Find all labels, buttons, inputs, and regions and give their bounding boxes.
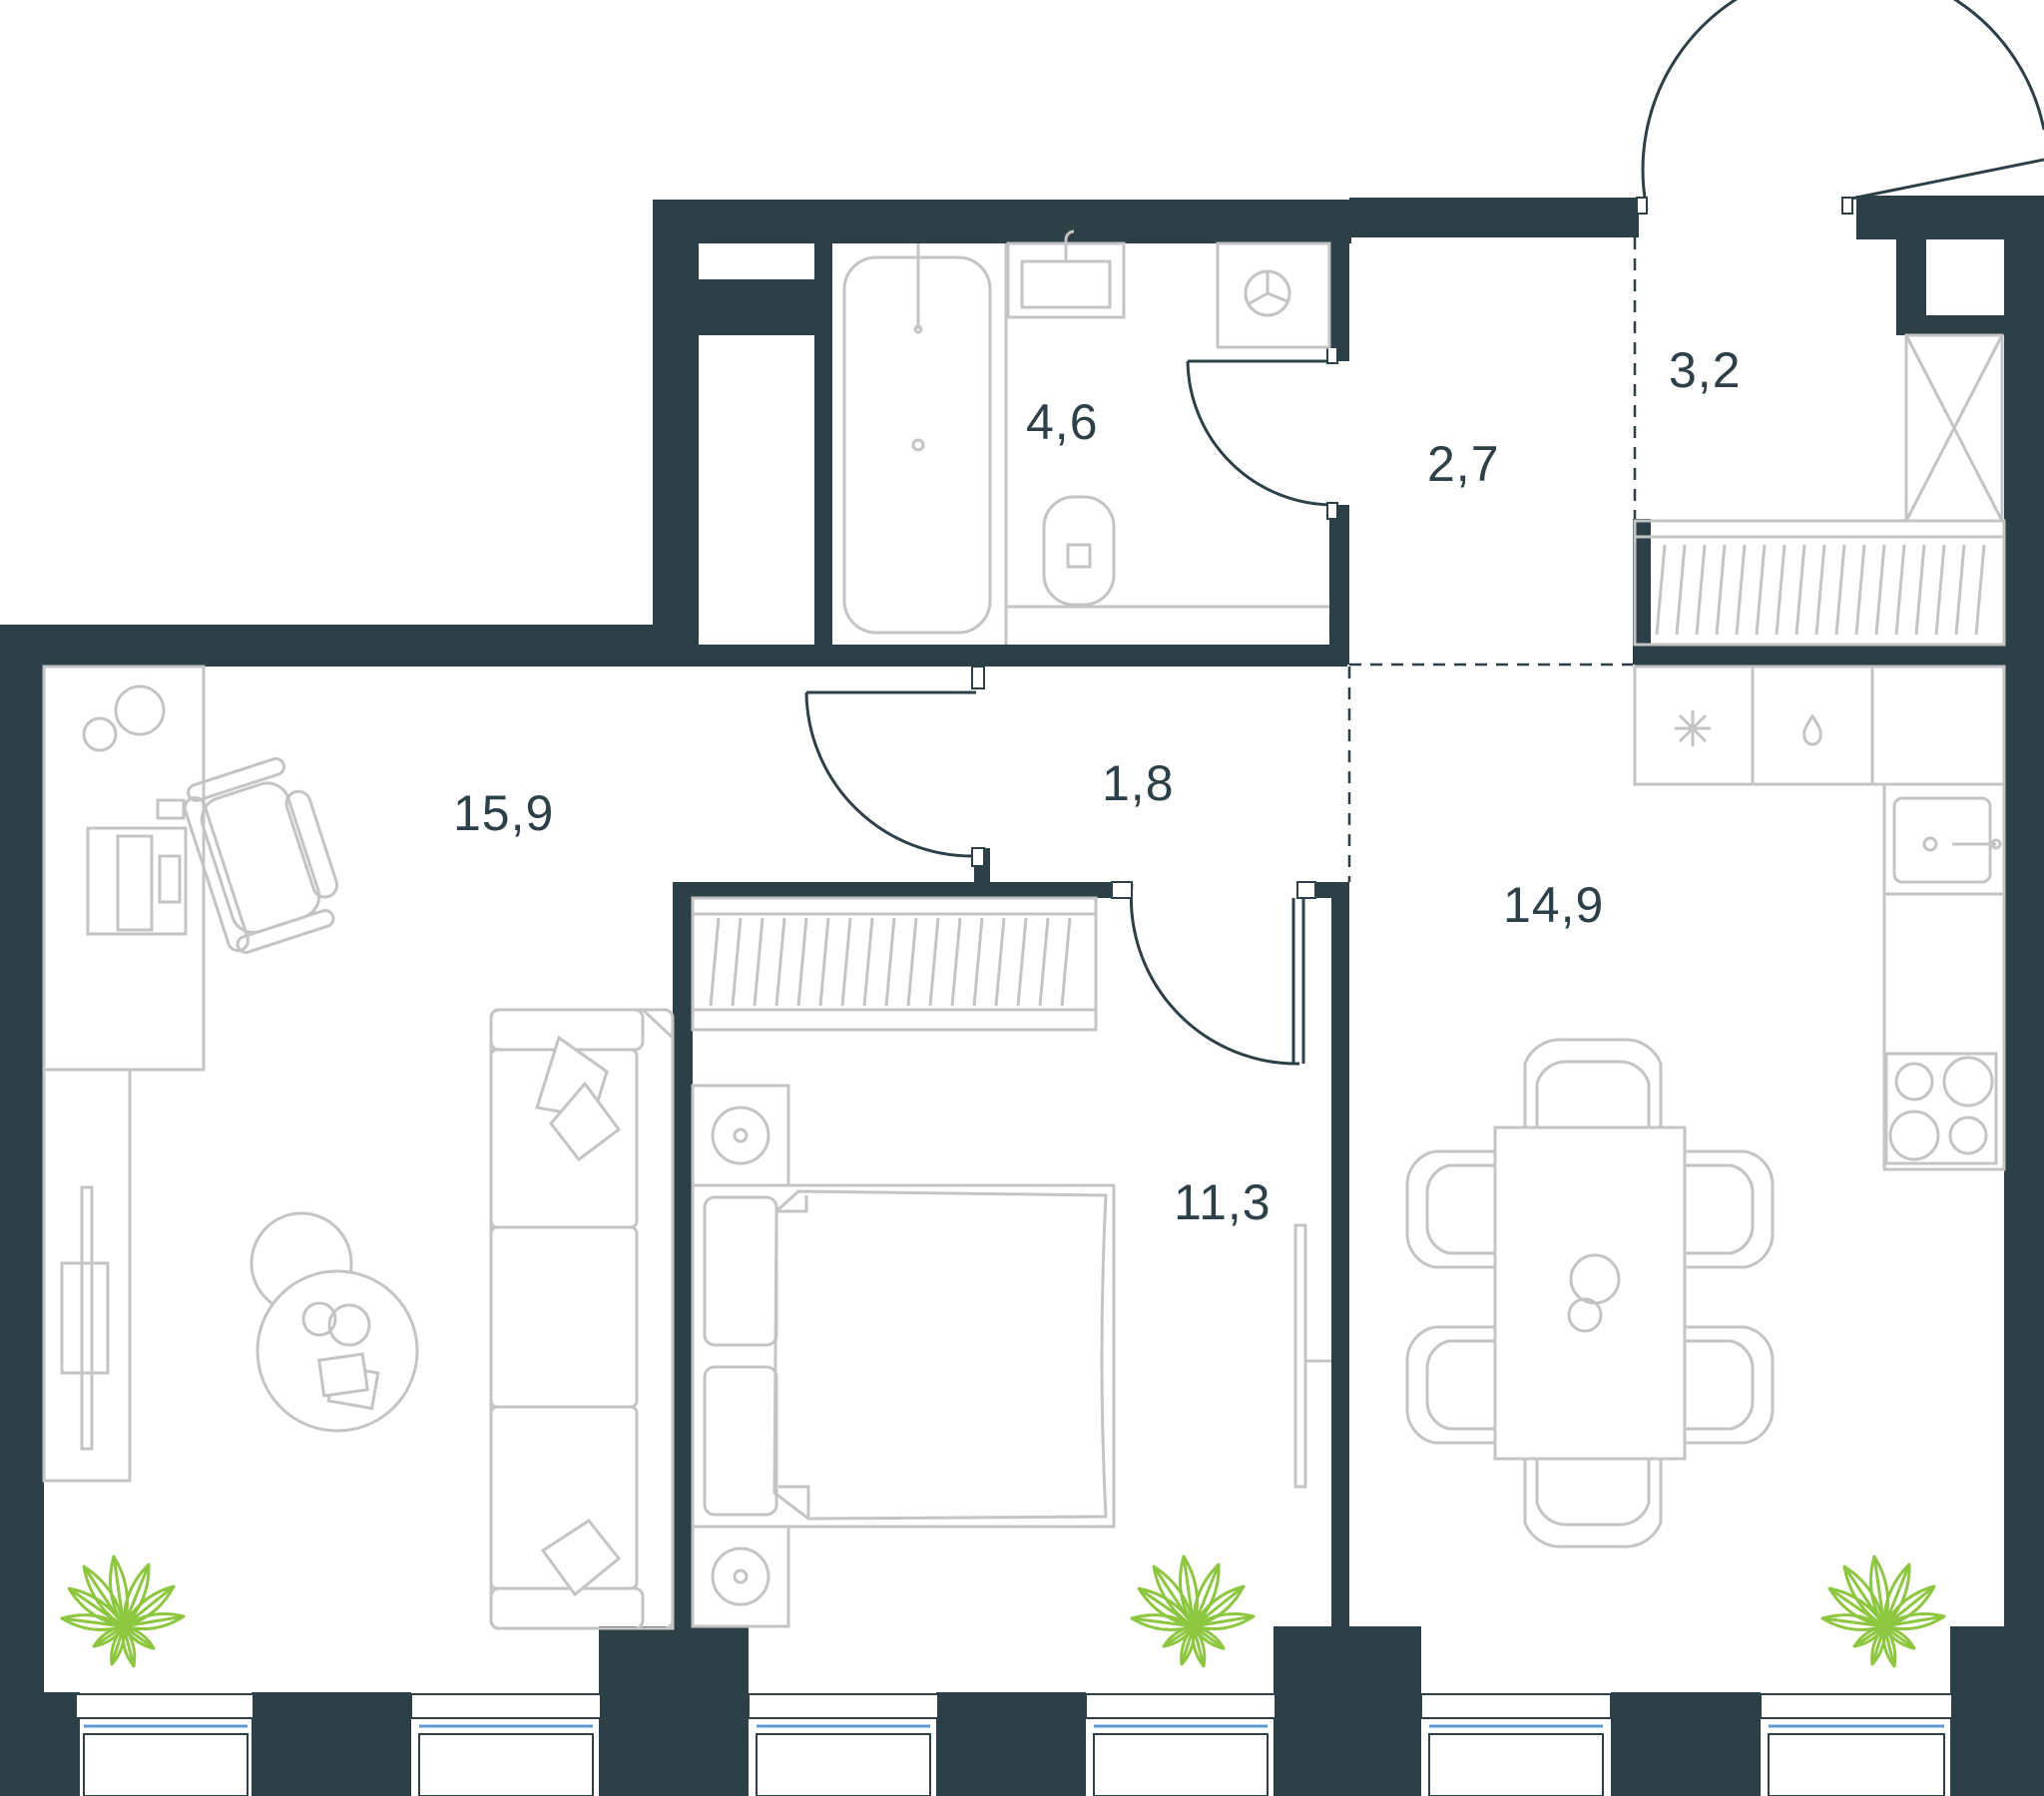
hanger-stroke bbox=[709, 917, 721, 1007]
hanger-stroke bbox=[972, 917, 984, 1007]
living-room-furniture bbox=[42, 665, 675, 1630]
hanger-stroke bbox=[1854, 544, 1866, 636]
hanger-stroke bbox=[884, 917, 896, 1007]
hanger-stroke bbox=[1914, 544, 1926, 636]
plant-vein bbox=[1192, 1564, 1221, 1627]
hanger-stroke bbox=[1874, 544, 1886, 636]
plant-vein bbox=[1180, 1625, 1196, 1665]
hanger-stroke bbox=[1974, 544, 1986, 636]
doors bbox=[804, 0, 2044, 1066]
plant-vein bbox=[123, 1624, 155, 1650]
hanger-stroke bbox=[1735, 544, 1747, 636]
kitchen-living-area-label: 14,9 bbox=[1503, 877, 1604, 933]
hanger-stroke bbox=[818, 917, 830, 1007]
hanger-stroke bbox=[1675, 544, 1687, 636]
hanger-stroke bbox=[1934, 544, 1946, 636]
hanger-stroke bbox=[862, 917, 874, 1007]
living-room-area-label: 15,9 bbox=[453, 785, 554, 841]
plant-vein bbox=[112, 1556, 126, 1627]
plant-vein bbox=[1883, 1614, 1945, 1628]
plant-vein bbox=[1883, 1584, 1935, 1628]
corridor-area-label: 1,8 bbox=[1102, 755, 1175, 811]
hanger-stroke bbox=[1894, 544, 1906, 636]
plant-vein bbox=[93, 1624, 125, 1648]
hanger-stroke bbox=[1794, 544, 1806, 636]
hanger-stroke bbox=[753, 917, 765, 1007]
plant-vein bbox=[1883, 1624, 1915, 1650]
plant-vein bbox=[123, 1584, 175, 1628]
hall-area-label: 2,7 bbox=[1427, 436, 1500, 492]
plant-vein bbox=[1193, 1624, 1225, 1650]
plant-vein bbox=[1872, 1556, 1886, 1627]
hanger-stroke bbox=[1755, 544, 1767, 636]
plant-vein bbox=[1182, 1556, 1196, 1627]
balcony-area-label: 3,2 bbox=[1669, 342, 1742, 398]
zone-dividers bbox=[1347, 237, 1637, 882]
hanger-stroke bbox=[1834, 544, 1846, 636]
hanger-stroke bbox=[950, 917, 962, 1007]
bedroom-furniture bbox=[691, 896, 1331, 1628]
bedroom-area-label: 11,3 bbox=[1174, 1174, 1272, 1230]
plant-vein bbox=[1193, 1614, 1255, 1628]
kitchen-furniture bbox=[1405, 665, 2006, 1549]
hanger-stroke bbox=[840, 917, 852, 1007]
hanger-stroke bbox=[1060, 917, 1072, 1007]
hanger-stroke bbox=[1016, 917, 1028, 1007]
plant-vein bbox=[1870, 1625, 1886, 1665]
walls bbox=[0, 196, 2044, 1796]
bathroom-area-label: 4,6 bbox=[1026, 394, 1099, 450]
hanger-stroke bbox=[774, 917, 786, 1007]
plant-vein bbox=[122, 1564, 151, 1627]
plant-vein bbox=[1193, 1584, 1245, 1628]
hanger-stroke bbox=[796, 917, 808, 1007]
plant-vein bbox=[1163, 1624, 1195, 1648]
hanger-stroke bbox=[1695, 544, 1707, 636]
windows bbox=[75, 1693, 1953, 1796]
hanger-stroke bbox=[731, 917, 743, 1007]
plant-vein bbox=[123, 1614, 185, 1628]
plant-vein bbox=[110, 1625, 126, 1665]
hanger-stroke bbox=[1715, 544, 1727, 636]
hanger-stroke bbox=[1038, 917, 1050, 1007]
plant-vein bbox=[1131, 1616, 1195, 1628]
bathroom-fixtures bbox=[842, 229, 1331, 645]
hanger-stroke bbox=[994, 917, 1006, 1007]
area-labels: 15,9 1,8 4,6 2,7 3,2 14,9 11,3 bbox=[453, 342, 1742, 1230]
plant-vein bbox=[61, 1616, 125, 1628]
plant-vein bbox=[1821, 1616, 1885, 1628]
hanger-stroke bbox=[1814, 544, 1826, 636]
hanger-stroke bbox=[1655, 544, 1667, 636]
plant-vein bbox=[1882, 1564, 1911, 1627]
hanger-stroke bbox=[928, 917, 940, 1007]
plant-vein bbox=[1853, 1624, 1885, 1648]
plants bbox=[60, 1555, 1946, 1668]
hanger-stroke bbox=[1775, 544, 1787, 636]
balcony-storage bbox=[1633, 333, 2006, 647]
hanger-stroke bbox=[906, 917, 918, 1007]
hanger-stroke bbox=[1954, 544, 1966, 636]
